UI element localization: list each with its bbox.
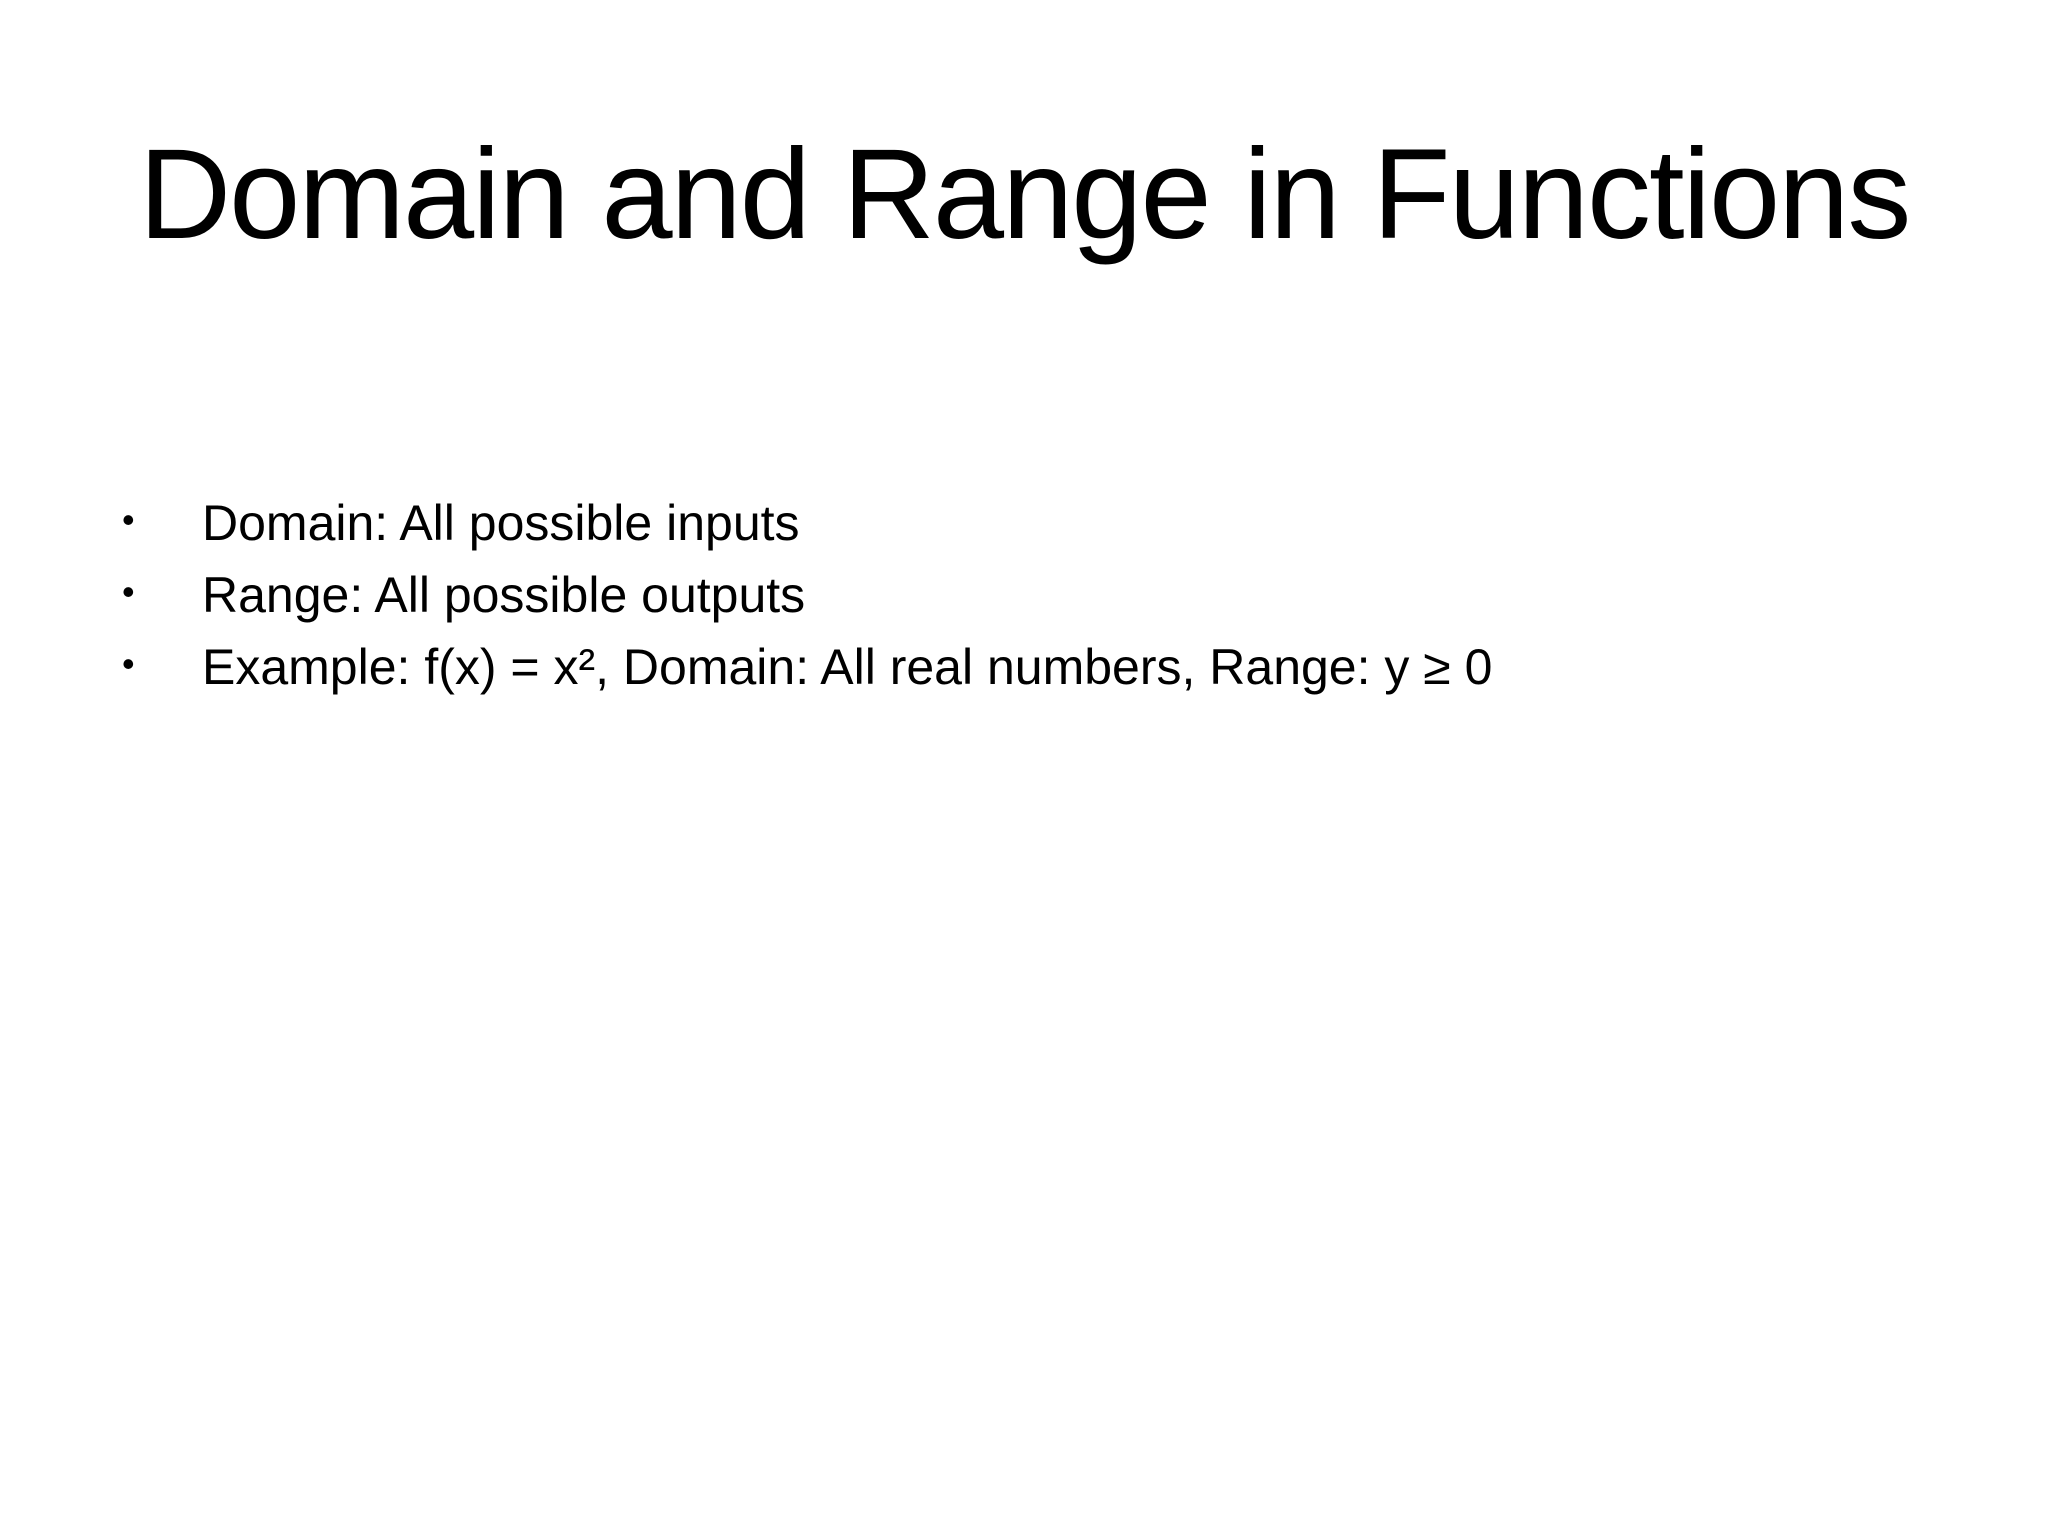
bullet-icon: • bbox=[122, 571, 135, 612]
bullet-item: • Domain: All possible inputs bbox=[110, 487, 1988, 559]
bullet-text: Example: f(x) = x², Domain: All real num… bbox=[202, 639, 1493, 695]
bullet-icon: • bbox=[122, 643, 135, 684]
bullet-text: Domain: All possible inputs bbox=[202, 495, 800, 551]
slide-title: Domain and Range in Functions bbox=[138, 123, 1912, 266]
bullet-item: • Range: All possible outputs bbox=[110, 559, 1988, 631]
bullet-text: Range: All possible outputs bbox=[202, 567, 806, 623]
bullet-item: • Example: f(x) = x², Domain: All real n… bbox=[110, 631, 1988, 703]
bullet-list: • Domain: All possible inputs • Range: A… bbox=[110, 487, 1988, 703]
bullet-icon: • bbox=[122, 499, 135, 540]
